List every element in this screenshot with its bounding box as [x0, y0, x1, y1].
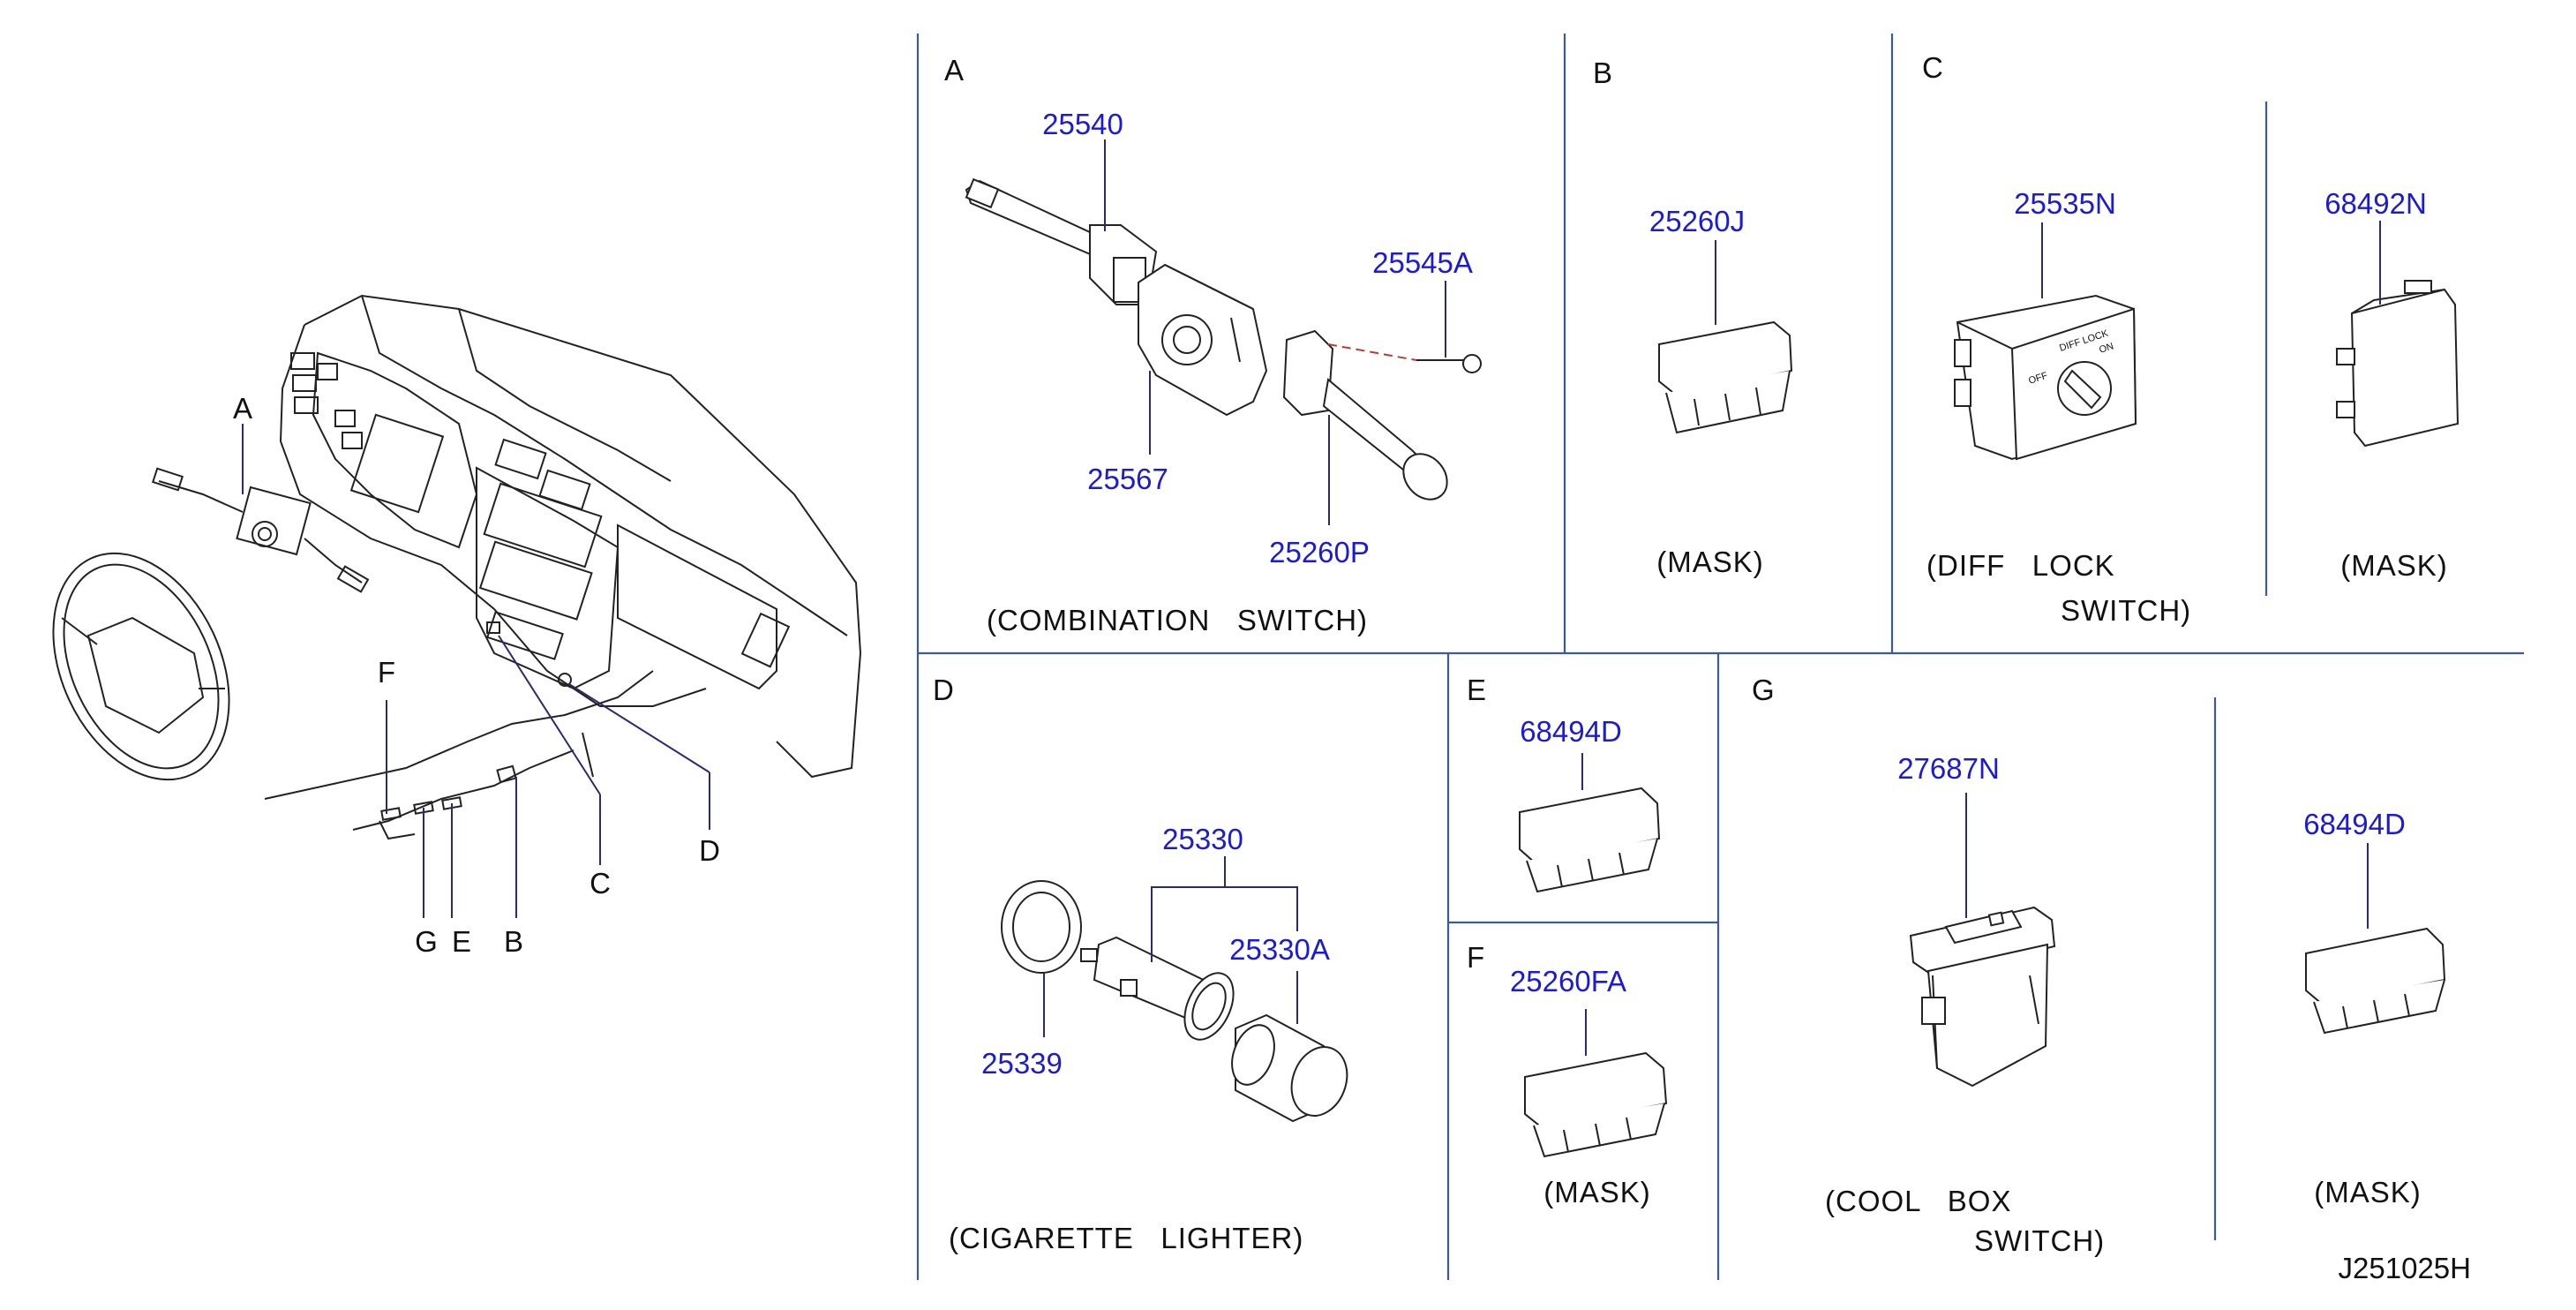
section-e-letter: E — [1467, 674, 1486, 706]
section-d-letter: D — [933, 674, 954, 706]
part-25545a: 25545A — [1372, 246, 1473, 279]
section-c-caption-line2: SWITCH) — [2061, 594, 2191, 627]
overview-label-d: D — [699, 834, 720, 867]
part-25260p: 25260P — [1269, 536, 1370, 568]
part-68494d-g: 68494D — [2303, 808, 2406, 840]
section-g-cool-box: G — [1752, 674, 2446, 1088]
part-25260fa: 25260FA — [1510, 965, 1626, 998]
section-e-mask: E — [1467, 674, 1661, 893]
section-c-caption-line1: (DIFF LOCK — [1926, 549, 2115, 582]
section-g-caption-mask: (MASK) — [2314, 1176, 2422, 1208]
part-25339: 25339 — [981, 1047, 1063, 1080]
section-f-caption: (MASK) — [1543, 1176, 1651, 1208]
part-25540: 25540 — [1042, 108, 1123, 140]
overview-label-c: C — [590, 867, 611, 900]
part-68492n: 68492N — [2324, 187, 2427, 220]
part-25535n: 25535N — [2014, 187, 2116, 220]
diagram-code: J251025H — [2339, 1252, 2471, 1284]
overview-label-g: G — [415, 925, 438, 958]
overview-leaders — [242, 424, 710, 918]
section-d-caption: (CIGARETTE LIGHTER) — [949, 1222, 1303, 1254]
part-25330a: 25330A — [1229, 933, 1330, 966]
part-25330: 25330 — [1162, 823, 1243, 855]
part-25260j: 25260J — [1649, 205, 1745, 237]
section-b-letter: B — [1593, 56, 1612, 89]
section-b-mask: B — [1593, 56, 1793, 434]
overview-label-e: E — [452, 925, 471, 958]
section-g-caption-line1: (COOL BOX — [1825, 1185, 2011, 1217]
section-f-mask: F — [1467, 941, 1668, 1158]
section-f-letter: F — [1467, 941, 1484, 974]
section-c-diff-lock: C DIFF LOCK OFF ON — [1922, 51, 2460, 461]
section-a-letter: A — [944, 54, 964, 87]
section-a-caption: (COMBINATION SWITCH) — [987, 604, 1368, 636]
part-25567: 25567 — [1087, 463, 1168, 495]
section-c-caption-mask: (MASK) — [2340, 549, 2448, 582]
section-a-combination-switch: A — [944, 54, 1482, 525]
diff-lock-switch-on: ON — [2098, 341, 2114, 356]
section-b-caption: (MASK) — [1656, 546, 1764, 578]
part-68494d-e: 68494D — [1520, 715, 1622, 748]
section-g-caption-line2: SWITCH) — [1974, 1224, 2105, 1257]
overview-label-f: F — [378, 656, 395, 689]
section-d-cigarette-lighter: D — [933, 674, 1348, 1123]
section-g-letter: G — [1752, 674, 1775, 706]
section-c-letter: C — [1922, 51, 1943, 84]
panel-dividers — [916, 34, 2524, 1280]
overview-label-a: A — [233, 392, 252, 425]
part-27687n: 27687N — [1897, 752, 2000, 785]
overview-label-b: B — [504, 925, 523, 958]
dashboard-overview — [52, 294, 862, 840]
